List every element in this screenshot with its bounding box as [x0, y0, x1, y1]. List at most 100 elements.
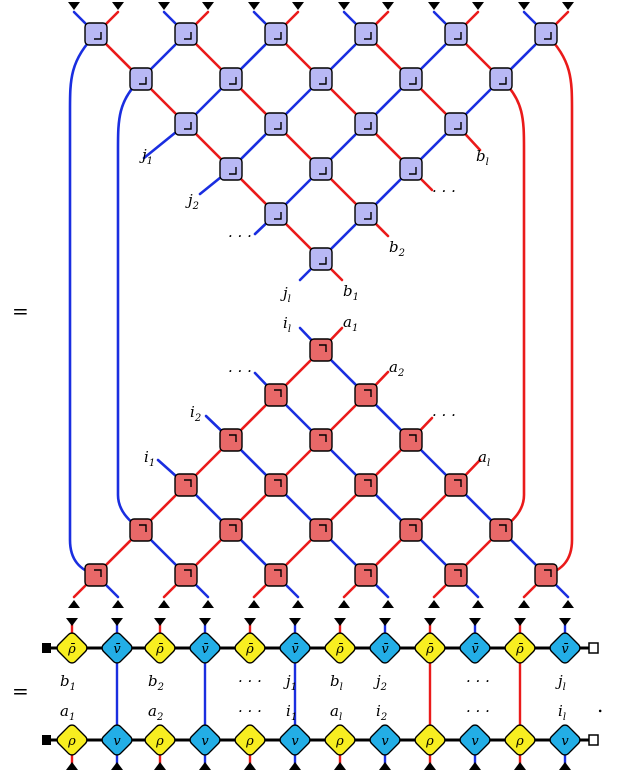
- chain-leg-cap-icon: [424, 762, 436, 770]
- chain-node-symbol: ρ: [335, 734, 344, 749]
- rho-node: ρ: [56, 724, 88, 756]
- gate-body: [399, 157, 423, 181]
- gate-corner-mark-icon: [229, 524, 237, 532]
- chain-node-symbol: ρ: [155, 734, 164, 749]
- lower-gate: [264, 473, 288, 497]
- gate-corner-mark-icon: [409, 434, 417, 442]
- rho-node: ρ: [324, 724, 356, 756]
- gate-corner-mark-icon: [94, 32, 102, 40]
- chain-leg-cap-icon: [199, 618, 211, 626]
- chain-top-index-label: jl: [555, 672, 566, 693]
- chain-node-body: [324, 632, 356, 664]
- gate-corner-mark-icon: [319, 434, 327, 442]
- chain-leg-cap-icon: [244, 762, 256, 770]
- wire-outer-blue-left: [68, 32, 98, 577]
- chain-leg-cap-icon: [154, 618, 166, 626]
- chain-node-symbol: ρ: [425, 734, 434, 749]
- trailing-period: .: [597, 693, 603, 717]
- gate-corner-mark-icon: [409, 167, 417, 175]
- chain-leg-cap-icon: [514, 762, 526, 770]
- lower-gate: [174, 473, 198, 497]
- leg-cap-icon: [472, 2, 484, 10]
- gate-corner-mark-icon: [229, 434, 237, 442]
- gate-body: [174, 473, 198, 497]
- chain-node-symbol: v̄: [201, 642, 209, 657]
- gate-corner-mark-icon: [364, 122, 372, 130]
- chain-node-symbol: v: [381, 734, 389, 749]
- lower-gate: [489, 518, 513, 542]
- upper-gate: [264, 22, 288, 46]
- chain-node-body: [459, 632, 491, 664]
- leg-cap-icon: [338, 600, 350, 608]
- leg-cap-icon: [158, 600, 170, 608]
- gate-corner-mark-icon: [499, 77, 507, 85]
- gate-body: [174, 22, 198, 46]
- chain-node-body: [144, 724, 176, 756]
- chain-top-index-label: · · ·: [466, 672, 490, 690]
- chain-top-index-label: b2: [148, 672, 164, 693]
- gate-body: [444, 473, 468, 497]
- v-bar-node: v̄: [369, 632, 401, 664]
- v-bar-node: v̄: [101, 632, 133, 664]
- gate-body: [309, 518, 333, 542]
- chain-node-symbol: v̄: [113, 642, 121, 657]
- gate-corner-mark-icon: [274, 32, 282, 40]
- gate-body: [354, 22, 378, 46]
- upper-gate: [264, 112, 288, 136]
- rho-bar-node: ρ̄: [56, 632, 88, 664]
- upper-gate: [354, 22, 378, 46]
- v-node: v: [459, 724, 491, 756]
- upper-gate: [534, 22, 558, 46]
- chain-leg-cap-icon: [111, 762, 123, 770]
- chain-node-symbol: v: [471, 734, 479, 749]
- rho-bar-node: ρ̄: [144, 632, 176, 664]
- gate-body: [534, 563, 558, 587]
- gate-corner-mark-icon: [319, 344, 327, 352]
- v-node: v: [101, 724, 133, 756]
- lower-gate: [399, 428, 423, 452]
- label-a2: a2: [389, 358, 404, 379]
- gate-corner-mark-icon: [499, 524, 507, 532]
- chain-node-symbol: ρ̄: [425, 642, 434, 657]
- gate-corner-mark-icon: [184, 122, 192, 130]
- chain-node-symbol: v̄: [291, 642, 299, 657]
- upper-gate: [174, 22, 198, 46]
- chain-node-symbol: v: [201, 734, 209, 749]
- chain-leg-cap-icon: [289, 762, 301, 770]
- chain-bottom-index-label: a2: [148, 702, 163, 723]
- chain-top-index-label: bl: [330, 672, 343, 693]
- gate-body: [444, 22, 468, 46]
- gate-corner-mark-icon: [139, 524, 147, 532]
- chain-node-body: [189, 724, 221, 756]
- rho-node: ρ: [144, 724, 176, 756]
- lower-gate: [444, 473, 468, 497]
- lower-gate: [309, 338, 333, 362]
- gate-corner-mark-icon: [364, 569, 372, 577]
- chain-leg-cap-icon: [154, 762, 166, 770]
- v-bar-node: v̄: [189, 632, 221, 664]
- v-node: v: [549, 724, 581, 756]
- gate-corner-mark-icon: [274, 389, 282, 397]
- rho-bar-node: ρ̄: [234, 632, 266, 664]
- gate-body: [399, 518, 423, 542]
- gate-body: [84, 22, 108, 46]
- gate-body: [309, 157, 333, 181]
- gate-body: [174, 112, 198, 136]
- wire-outer-red-right-2: [499, 77, 526, 532]
- gate-corner-mark-icon: [454, 479, 462, 487]
- leg-cap-icon: [428, 600, 440, 608]
- chain-node-symbol: ρ̄: [67, 642, 76, 657]
- chain-node-symbol: ρ̄: [245, 642, 254, 657]
- gate-body: [354, 563, 378, 587]
- upper-gate: [264, 202, 288, 226]
- upper-gate: [354, 112, 378, 136]
- chain-leg-cap-icon: [514, 618, 526, 626]
- chain-node-body: [101, 632, 133, 664]
- label-i1: i1: [144, 448, 155, 469]
- leg-cap-icon: [158, 2, 170, 10]
- upper-gate: [309, 157, 333, 181]
- leg-cap-icon: [112, 600, 124, 608]
- gate-body: [219, 67, 243, 91]
- label-dots-left-lower: · · ·: [228, 362, 252, 380]
